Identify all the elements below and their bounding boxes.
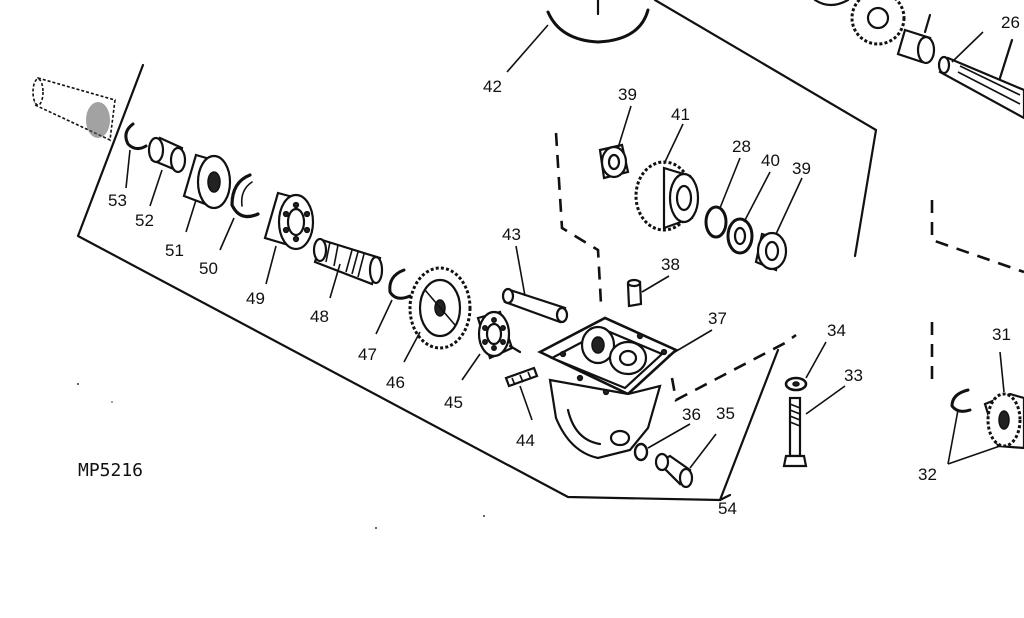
callout-51: 51 bbox=[165, 241, 184, 260]
bushing-top-right bbox=[896, 13, 936, 65]
washer-34 bbox=[784, 376, 808, 392]
callout-labels: 42 39 41 28 40 39 26 43 38 37 34 33 31 3… bbox=[108, 13, 1020, 518]
callout-32: 32 bbox=[918, 465, 937, 484]
callout-48: 48 bbox=[310, 307, 329, 326]
callout-53: 53 bbox=[108, 191, 127, 210]
assembly-boundary-54 bbox=[76, 0, 878, 502]
callout-34: 34 bbox=[827, 321, 846, 340]
callout-43: 43 bbox=[502, 225, 521, 244]
leader-lines bbox=[125, 24, 1005, 469]
callout-31: 31 bbox=[992, 325, 1011, 344]
callout-35: 35 bbox=[716, 404, 735, 423]
washer-40 bbox=[726, 217, 754, 255]
snap-ring-47 bbox=[388, 268, 412, 300]
o-ring-42 bbox=[546, 0, 650, 44]
callout-28: 28 bbox=[732, 137, 751, 156]
input-shaft bbox=[32, 76, 116, 142]
gear-housing-37 bbox=[537, 316, 679, 460]
gear-top-right bbox=[813, 0, 906, 46]
bearing-45 bbox=[476, 310, 522, 360]
scan-specks bbox=[77, 383, 485, 529]
bolt-33 bbox=[782, 396, 808, 468]
callout-46: 46 bbox=[386, 373, 405, 392]
callout-36: 36 bbox=[682, 405, 701, 424]
bushing-39-right bbox=[754, 231, 788, 272]
callout-54: 54 bbox=[718, 499, 737, 518]
bearing-51 bbox=[182, 153, 232, 210]
dowel-38 bbox=[626, 278, 643, 308]
callout-40: 40 bbox=[761, 151, 780, 170]
callout-37: 37 bbox=[708, 309, 727, 328]
shaft-26 bbox=[937, 38, 1024, 120]
callout-42: 42 bbox=[483, 77, 502, 96]
gear-31 bbox=[983, 392, 1024, 450]
callout-33: 33 bbox=[844, 366, 863, 385]
figure-code: MP5216 bbox=[78, 460, 143, 481]
drain-plug-35 bbox=[654, 452, 694, 489]
pin-43 bbox=[501, 287, 569, 324]
dashed-group-right bbox=[930, 200, 1024, 274]
snap-ring-53 bbox=[124, 122, 148, 151]
callout-47: 47 bbox=[358, 345, 377, 364]
roll-pin-44 bbox=[504, 366, 539, 388]
pinion-shaft-48 bbox=[312, 237, 384, 286]
callout-44: 44 bbox=[516, 431, 535, 450]
o-ring-36 bbox=[633, 442, 649, 462]
bushing-52 bbox=[147, 136, 187, 174]
callout-41: 41 bbox=[671, 105, 690, 124]
dashed-group-upper bbox=[554, 132, 603, 305]
callout-38: 38 bbox=[661, 255, 680, 274]
bushing-39-left bbox=[598, 143, 630, 180]
callout-49: 49 bbox=[246, 289, 265, 308]
snap-ring-32 bbox=[950, 388, 972, 413]
snap-ring-28 bbox=[704, 205, 728, 239]
snap-ring-50 bbox=[230, 173, 260, 219]
callout-26: 26 bbox=[1001, 13, 1020, 32]
gear-41 bbox=[634, 160, 700, 232]
callout-50: 50 bbox=[199, 259, 218, 278]
dashed-group-lower bbox=[670, 333, 797, 402]
bevel-gear-46 bbox=[408, 266, 472, 350]
callout-52: 52 bbox=[135, 211, 154, 230]
callout-39-lower: 39 bbox=[792, 159, 811, 178]
callout-45: 45 bbox=[444, 393, 463, 412]
bearing-49 bbox=[263, 191, 315, 251]
callout-39-upper: 39 bbox=[618, 85, 637, 104]
